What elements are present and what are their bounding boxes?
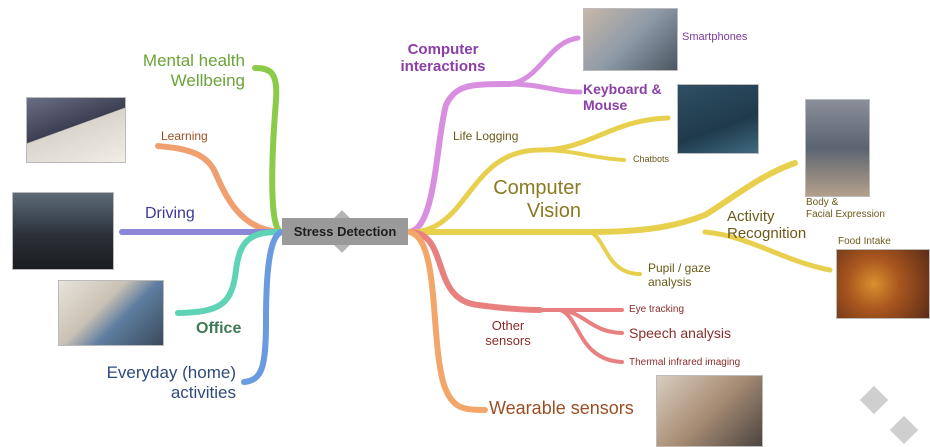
label-smartphones: Smartphones	[682, 31, 748, 43]
branch-learning	[155, 143, 283, 235]
label-everyday-line2: activities	[170, 382, 236, 402]
branch-office	[175, 229, 283, 316]
label-body-line2: Facial Expression	[806, 208, 885, 220]
branch-speech	[558, 308, 624, 335]
label-keyboard-mouse: Keyboard & Mouse	[583, 81, 662, 113]
food-photo	[836, 249, 930, 319]
office-worker-photo	[58, 280, 164, 346]
label-life-logging: Life Logging	[453, 129, 519, 143]
label-driving: Driving	[145, 205, 195, 222]
smartwatch-photo	[656, 375, 763, 447]
label-office: Office	[196, 320, 242, 337]
branch-wearable	[407, 229, 488, 413]
chatbot-phone-photo	[677, 84, 759, 154]
label-speech-analysis: Speech analysis	[629, 325, 731, 341]
branch-smartphones	[507, 35, 581, 87]
label-body-line1: Body &	[806, 197, 839, 208]
laptop-learning-photo	[26, 97, 126, 163]
label-other-line2: sensors	[485, 332, 531, 348]
label-keyboard-line1: Keyboard &	[583, 81, 662, 97]
branch-computer-vision	[405, 160, 798, 235]
label-computer-interactions: Computer interactions	[389, 41, 497, 76]
center-node: Stress Detection	[282, 218, 408, 245]
branch-thermal	[558, 308, 624, 364]
label-activity-recognition: Activity Recognition	[727, 208, 806, 243]
branch-chatbots	[538, 148, 626, 162]
label-keyboard-line2: Mouse	[583, 97, 628, 114]
label-activity-line2: Recognition	[727, 225, 807, 243]
label-everyday: Everyday (home) activities	[80, 363, 236, 402]
label-pupil-line2: analysis	[648, 274, 692, 289]
branch-computer-interactions	[405, 81, 513, 235]
dashcam-photo	[12, 192, 114, 270]
label-mental-health-line2: Wellbeing	[170, 70, 245, 90]
label-computer-interactions-line1: Computer	[407, 41, 479, 58]
branch-mental-health	[252, 65, 285, 235]
branch-everyday	[241, 229, 285, 385]
label-wearable-sensors: Wearable sensors	[489, 398, 634, 418]
smartphone-hands-photo	[583, 8, 678, 71]
label-pupil-line1: Pupil / gaze	[648, 261, 711, 275]
label-body-facial: Body & Facial Expression	[806, 197, 885, 220]
label-pupil-gaze: Pupil / gaze analysis	[648, 261, 711, 290]
label-food-intake: Food Intake	[838, 236, 891, 247]
label-mental-health-line1: Mental health	[142, 51, 245, 70]
stressed-person-photo	[805, 99, 870, 197]
label-thermal: Thermal infrared imaging	[629, 357, 741, 368]
branch-food	[702, 229, 833, 273]
branch-other-sensors	[409, 229, 543, 313]
label-everyday-line1: Everyday (home)	[106, 363, 236, 382]
label-chatbots: Chatbots	[633, 154, 670, 164]
label-activity-line1: Activity	[727, 208, 775, 225]
branch-keyboard	[507, 81, 583, 95]
label-computer-interactions-line2: interactions	[400, 58, 486, 76]
label-learning: Learning	[161, 129, 208, 143]
label-other-sensors: Other sensors	[478, 318, 538, 349]
label-other-line1: Other	[491, 318, 525, 333]
label-mental-health: Mental health Wellbeing	[110, 51, 245, 90]
label-computer-vision-line1: Computer	[493, 177, 581, 199]
branch-pupil	[588, 230, 642, 276]
label-computer-vision: Computer Vision	[486, 177, 581, 223]
label-computer-vision-line2: Vision	[526, 200, 581, 222]
label-eye-tracking: Eye tracking	[629, 304, 685, 315]
